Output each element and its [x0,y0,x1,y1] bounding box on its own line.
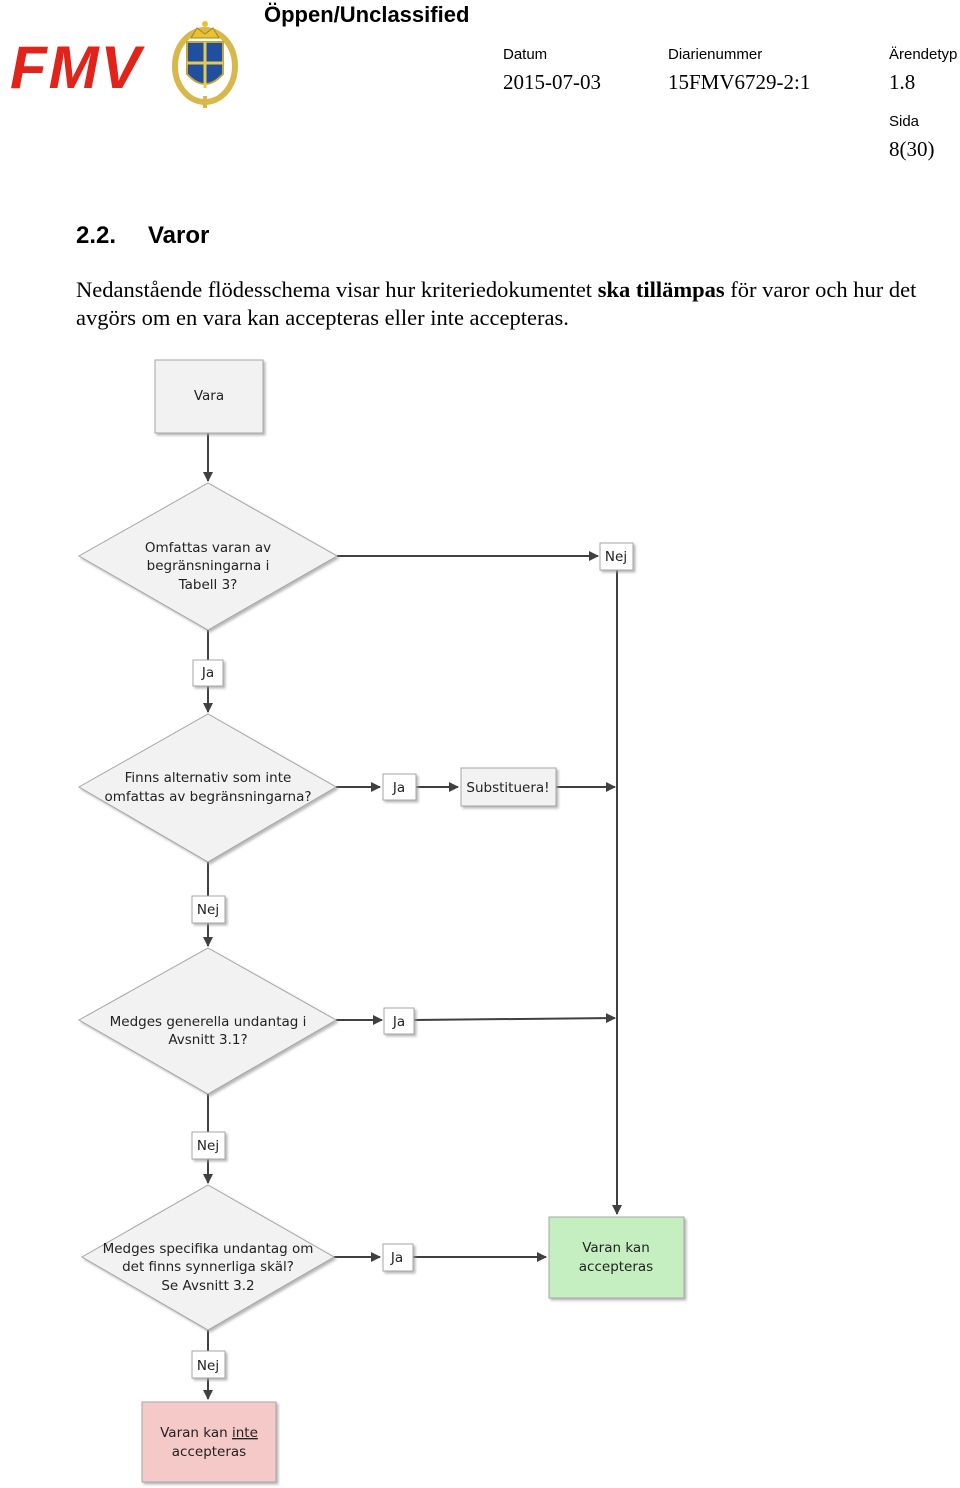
decision-alternatives: Finns alternativ som inte omfattas av be… [77,713,337,863]
svg-text:Ja: Ja [392,1014,405,1030]
no-label-1: Nej [599,542,634,571]
svg-text:Nej: Nej [197,1138,219,1154]
yes-label-1: Ja [192,659,224,687]
fmv-logo: FMV [10,21,238,108]
svg-text:Medges specifika undantag om: Medges specifika undantag om [103,1241,314,1257]
decision-specific-exemption: Medges specifika undantag om det finns s… [80,1184,336,1331]
svg-text:accepteras: accepteras [579,1259,653,1275]
section-title: Varor [148,222,210,249]
yes-label-4: Ja [382,1243,414,1272]
yes-label-2: Ja [382,773,417,801]
no-label-2: Nej [191,895,226,924]
flowchart: Vara Omfattas varan av begränsningarna i… [77,359,685,1483]
coat-of-arms-icon [172,21,238,108]
intro-emphasis: ska tillämpas [597,277,725,302]
svg-text:Omfattas varan av: Omfattas varan av [145,540,271,556]
case-type-label: Ärendetyp [889,46,958,63]
yes-label-3: Ja [383,1007,415,1035]
svg-text:Ja: Ja [201,665,214,681]
logo-text: FMV [10,34,146,101]
start-box: Vara [154,359,264,434]
svg-text:Nej: Nej [605,549,627,565]
connectors [203,433,622,1400]
no-label-4: Nej [191,1350,226,1379]
rejected-box: Varan kan inte accepteras [141,1401,277,1483]
svg-text:accepteras: accepteras [172,1444,246,1460]
accepted-box: Varan kan accepteras [548,1216,685,1299]
section-number: 2.2. [76,222,117,249]
section-heading: 2.2. Varor [76,222,209,250]
svg-text:Se Avsnitt 3.2: Se Avsnitt 3.2 [161,1278,254,1294]
no-label-3: Nej [191,1131,226,1160]
diary-number-value: 15FMV6729-2:1 [668,70,811,94]
date-label: Datum [503,46,548,63]
substitute-box: Substituera! [460,767,557,807]
svg-text:Substituera!: Substituera! [466,780,549,796]
case-type-value: 1.8 [889,70,916,94]
svg-text:Varan kan inte: Varan kan inte [160,1425,258,1441]
svg-text:Avsnitt 3.1?: Avsnitt 3.1? [168,1032,247,1048]
decision-general-exemption: Medges generella undantag i Avsnitt 3.1? [77,947,338,1095]
svg-text:Medges generella undantag i: Medges generella undantag i [110,1014,307,1030]
svg-text:omfattas av begränsningarna?: omfattas av begränsningarna? [104,789,311,805]
svg-text:Finns alternativ som inte: Finns alternativ som inte [125,770,292,786]
svg-text:Ja: Ja [392,780,405,796]
svg-text:Ja: Ja [390,1250,403,1266]
svg-text:Nej: Nej [197,902,219,918]
classification-label: Öppen/Unclassified [264,2,470,27]
svg-text:det finns synnerliga skäl?: det finns synnerliga skäl? [122,1259,294,1275]
start-label: Vara [194,388,224,404]
intro-paragraph: Nedanstående flödesschema visar hur krit… [76,277,917,330]
date-value: 2015-07-03 [503,70,601,94]
diary-number-label: Diarienummer [668,46,763,63]
decision-restrictions: Omfattas varan av begränsningarna i Tabe… [77,482,339,631]
svg-text:Varan kan: Varan kan [582,1240,650,1256]
svg-text:Tabell 3?: Tabell 3? [178,577,238,593]
page-label: Sida [889,113,920,130]
svg-text:begränsningarna i: begränsningarna i [147,558,270,574]
page-value: 8(30) [889,137,935,161]
svg-text:Nej: Nej [197,1358,219,1374]
